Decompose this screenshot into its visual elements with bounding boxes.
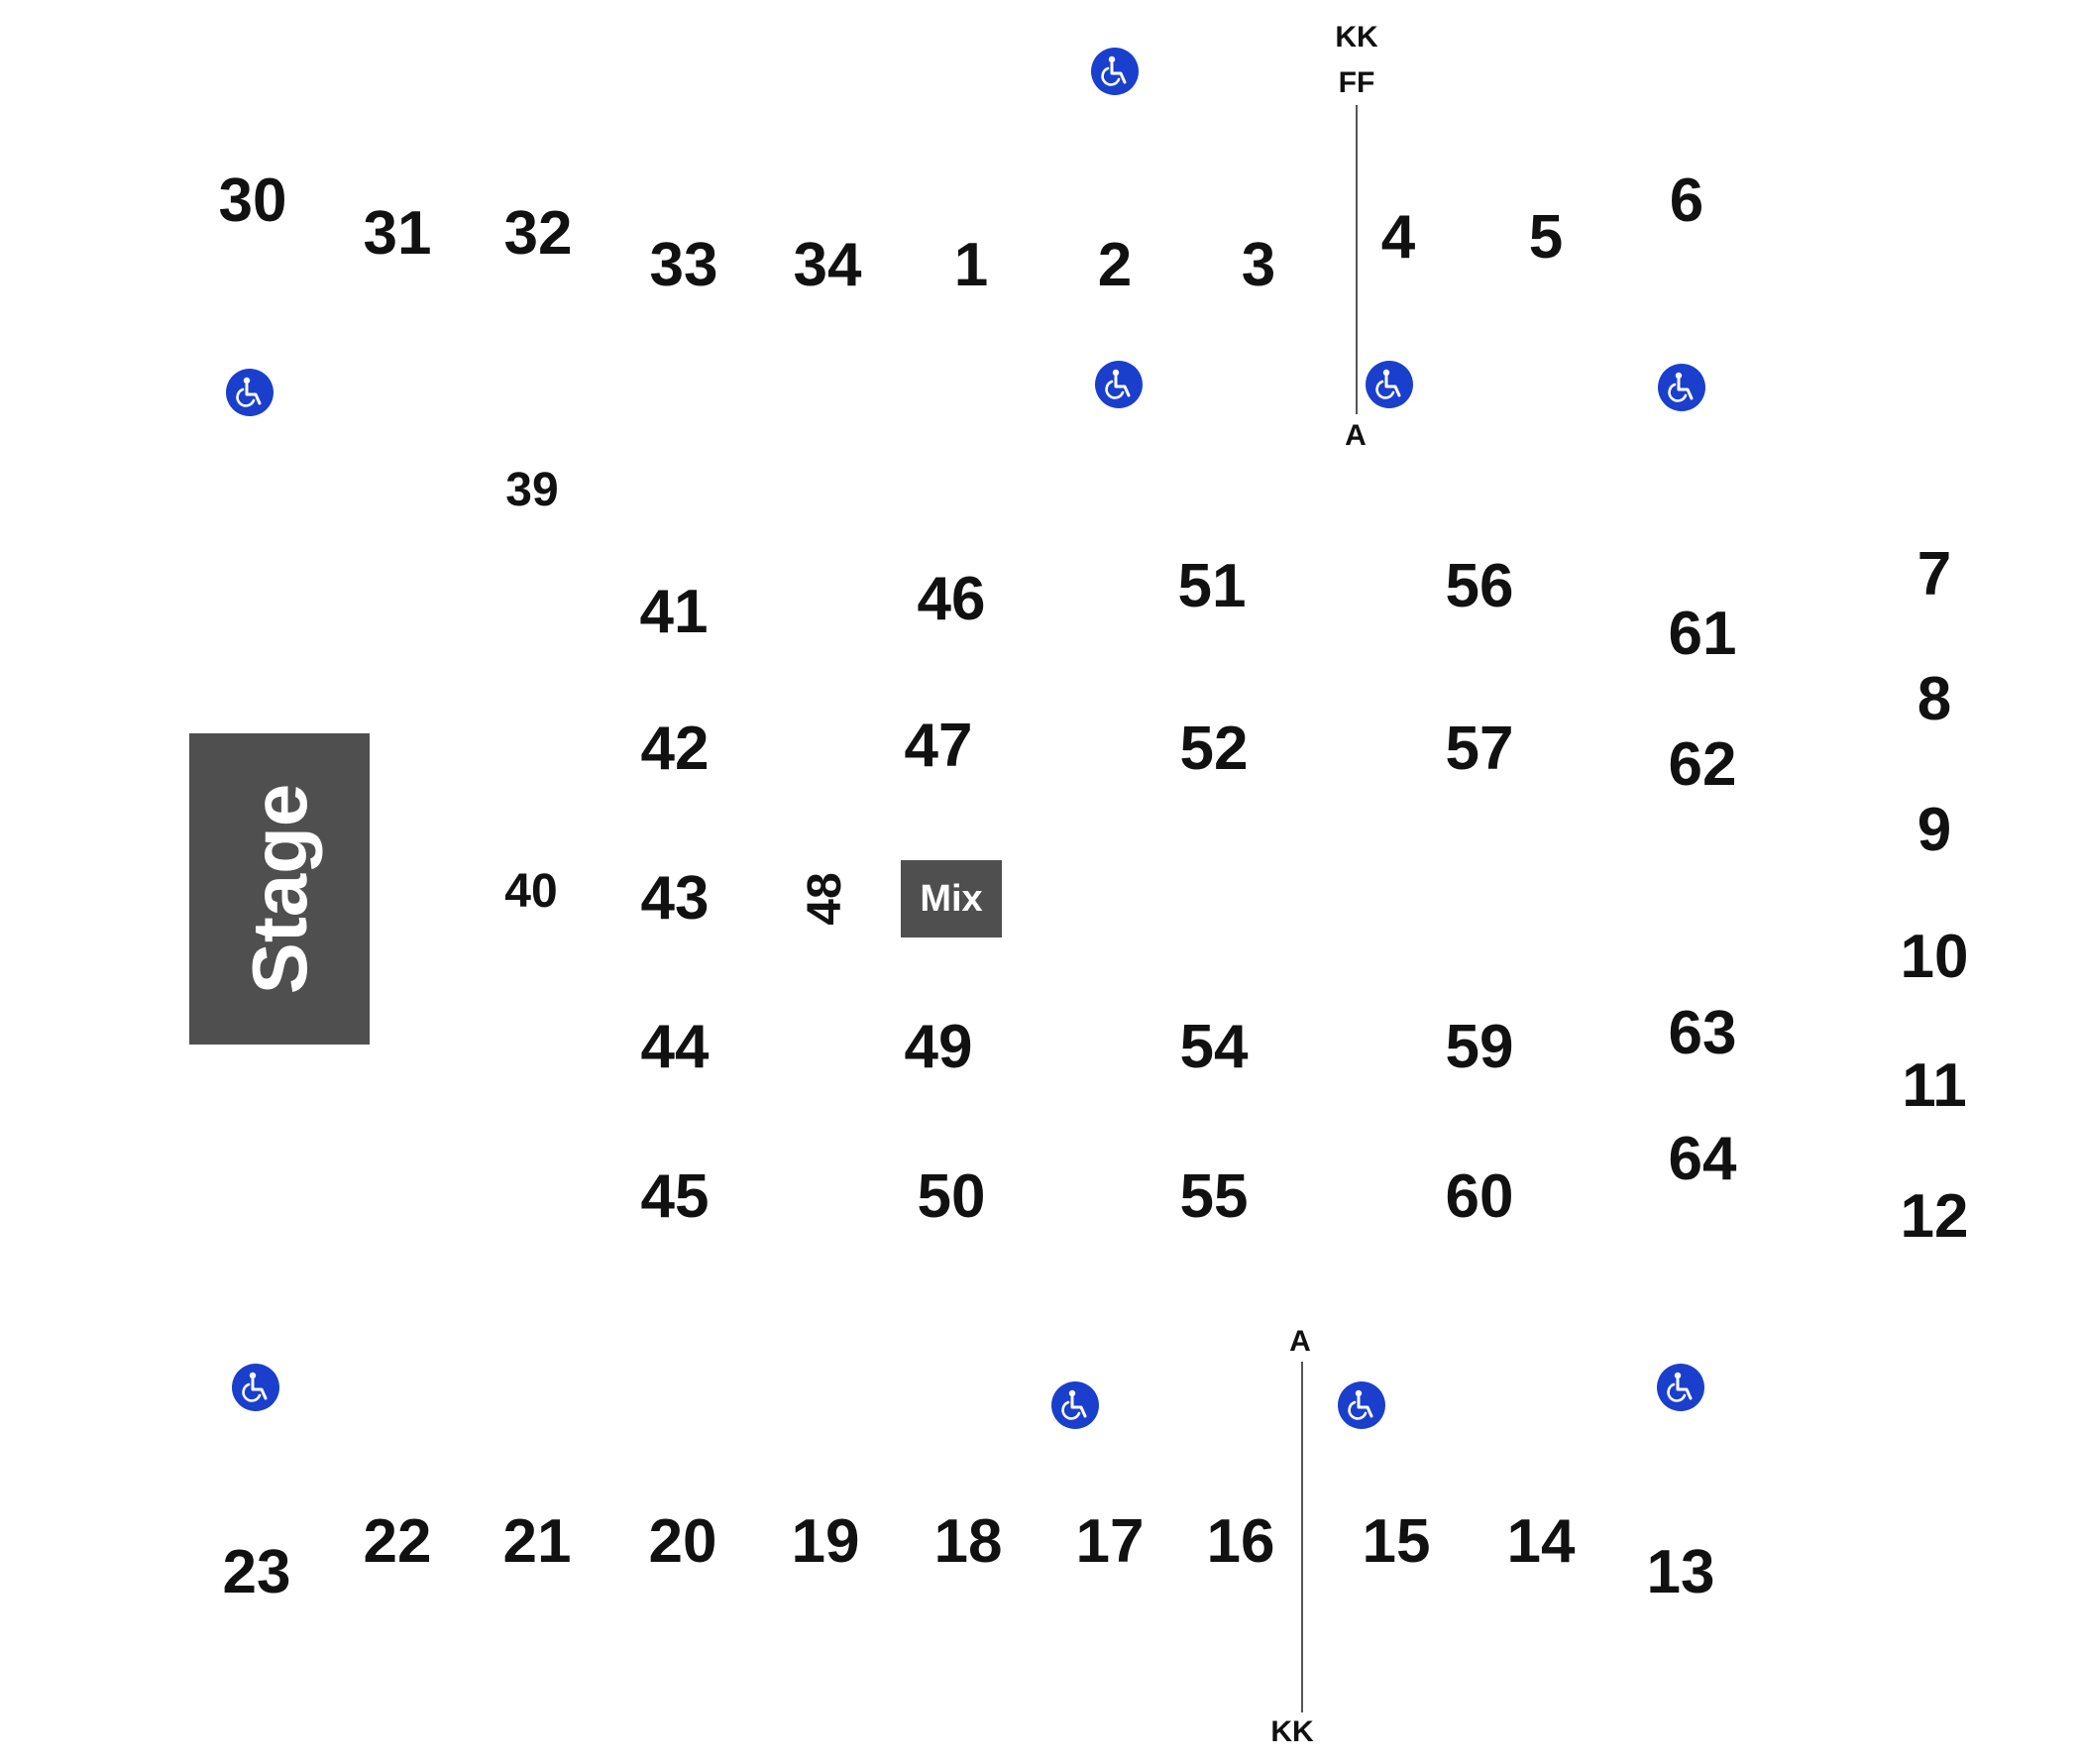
section-19[interactable]: 19 [791,1507,860,1576]
mix-booth: Mix [901,860,1002,937]
section-33[interactable]: 33 [649,231,718,299]
wheelchair-icon[interactable] [1657,1364,1704,1411]
section-4[interactable]: 4 [1380,203,1416,272]
section-52[interactable]: 52 [1179,715,1249,783]
wheelchair-icon[interactable] [1338,1381,1385,1429]
section-42[interactable]: 42 [640,715,710,783]
section-61[interactable]: 61 [1668,600,1737,668]
section-41[interactable]: 41 [639,578,709,646]
section-15[interactable]: 15 [1362,1507,1431,1576]
section-50[interactable]: 50 [917,1162,986,1231]
section-63[interactable]: 63 [1668,999,1737,1067]
wheelchair-icon[interactable] [1091,48,1139,95]
row-label-kk-bottom: KK [1270,1715,1314,1748]
section-32[interactable]: 32 [503,199,573,268]
wheelchair-icon[interactable] [1095,361,1143,408]
stage-label: Stage [236,783,323,995]
wheelchair-icon[interactable] [232,1364,279,1411]
section-6[interactable]: 6 [1669,166,1704,235]
section-18[interactable]: 18 [933,1507,1003,1576]
section-16[interactable]: 16 [1206,1507,1275,1576]
section-3[interactable]: 3 [1241,231,1276,299]
section-48[interactable]: 48 [799,872,851,926]
wheelchair-icon[interactable] [1366,361,1413,408]
section-59[interactable]: 59 [1445,1013,1514,1081]
section-39[interactable]: 39 [505,464,559,516]
section-56[interactable]: 56 [1445,552,1514,620]
section-49[interactable]: 49 [904,1013,973,1081]
stage: Stage [189,733,370,1045]
section-11[interactable]: 11 [1902,1051,1967,1120]
section-30[interactable]: 30 [218,166,287,235]
section-13[interactable]: 13 [1646,1538,1715,1606]
section-1[interactable]: 1 [953,231,989,299]
section-10[interactable]: 10 [1900,923,1969,991]
section-47[interactable]: 47 [904,712,973,780]
section-5[interactable]: 5 [1528,203,1564,272]
row-divider-line-bottom [1301,1362,1303,1712]
section-2[interactable]: 2 [1097,231,1133,299]
section-9[interactable]: 9 [1917,796,1952,864]
section-23[interactable]: 23 [222,1538,291,1606]
section-40[interactable]: 40 [504,865,558,918]
row-divider-line-top [1356,105,1358,414]
section-54[interactable]: 54 [1179,1013,1249,1081]
section-43[interactable]: 43 [640,864,710,933]
section-45[interactable]: 45 [640,1162,710,1231]
section-64[interactable]: 64 [1668,1125,1737,1193]
row-label-ff-top: FF [1338,66,1375,99]
section-8[interactable]: 8 [1917,665,1952,733]
section-21[interactable]: 21 [502,1507,572,1576]
section-34[interactable]: 34 [793,231,862,299]
section-60[interactable]: 60 [1445,1162,1514,1231]
row-label-kk-top: KK [1335,21,1378,54]
section-12[interactable]: 12 [1900,1182,1969,1251]
row-label-a-bottom: A [1289,1325,1311,1358]
wheelchair-icon[interactable] [226,369,274,416]
section-17[interactable]: 17 [1075,1507,1145,1576]
section-31[interactable]: 31 [363,199,432,268]
wheelchair-icon[interactable] [1658,364,1705,411]
section-14[interactable]: 14 [1506,1507,1576,1576]
section-55[interactable]: 55 [1179,1162,1249,1231]
section-44[interactable]: 44 [640,1013,710,1081]
section-20[interactable]: 20 [648,1507,717,1576]
section-51[interactable]: 51 [1177,552,1247,620]
section-22[interactable]: 22 [363,1507,432,1576]
wheelchair-icon[interactable] [1051,1381,1099,1429]
row-label-a-top: A [1345,419,1367,452]
section-57[interactable]: 57 [1445,715,1514,783]
section-62[interactable]: 62 [1668,730,1737,799]
section-46[interactable]: 46 [917,565,986,633]
section-7[interactable]: 7 [1917,540,1952,608]
